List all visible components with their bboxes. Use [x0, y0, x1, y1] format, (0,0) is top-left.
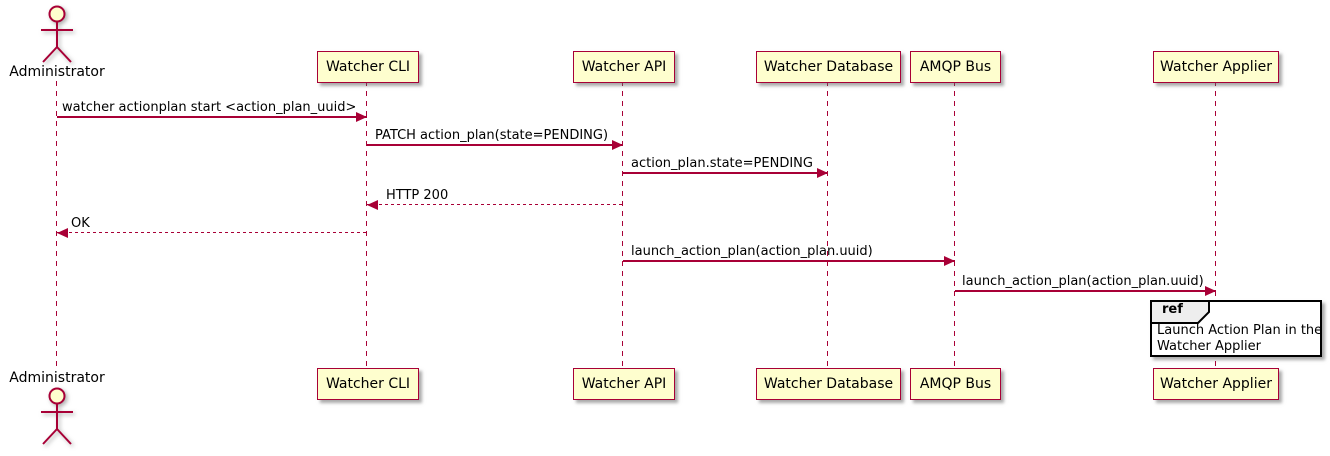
arrowhead-right-icon [1205, 286, 1216, 296]
arrowhead-right-icon [356, 112, 367, 122]
participant-box-amqp-bus-bottom: AMQP Bus [910, 368, 1001, 400]
actor-label-bottom: Administrator [9, 370, 105, 386]
message-arrow-5 [57, 232, 367, 234]
arrowhead-right-icon [817, 168, 828, 178]
message-label-3: action_plan.state=PENDING [631, 156, 813, 171]
lifeline-administrator [56, 81, 57, 371]
lifeline-watcher-api [622, 81, 623, 368]
participant-label: Watcher Database [763, 376, 894, 392]
participant-box-amqp-bus-top: AMQP Bus [910, 51, 1001, 83]
ref-fragment: ref Launch Action Plan in the Watcher Ap… [1150, 300, 1322, 357]
participant-box-watcher-cli-bottom: Watcher CLI [317, 368, 419, 400]
message-arrow-6 [623, 260, 955, 262]
actor-icon [41, 387, 73, 445]
participant-box-watcher-database-bottom: Watcher Database [756, 368, 901, 400]
participant-label: Watcher API [581, 376, 667, 392]
participant-label: Watcher Applier [1160, 376, 1272, 392]
participant-label: Watcher CLI [325, 59, 411, 75]
participant-label: Watcher Applier [1160, 59, 1272, 75]
arrowhead-left-icon [367, 200, 378, 210]
ref-keyword: ref [1162, 302, 1183, 317]
ref-text: Launch Action Plan in the Watcher Applie… [1157, 323, 1322, 354]
message-arrow-7 [955, 290, 1216, 292]
ref-text-line: Watcher Applier [1157, 338, 1261, 354]
participant-label: Watcher API [581, 59, 667, 75]
message-label-1: watcher actionplan start <action_plan_uu… [62, 100, 357, 115]
message-label-2: PATCH action_plan(state=PENDING) [375, 128, 609, 143]
message-arrow-2 [367, 144, 623, 146]
message-label-6: launch_action_plan(action_plan.uuid) [631, 244, 873, 259]
participant-box-watcher-cli-top: Watcher CLI [317, 51, 419, 83]
ref-tab-shape [1150, 300, 1210, 324]
participant-box-watcher-api-top: Watcher API [573, 51, 675, 83]
actor-label-top: Administrator [9, 64, 105, 80]
arrowhead-right-icon [612, 140, 623, 150]
message-arrow-1 [57, 116, 367, 118]
arrowhead-right-icon [944, 256, 955, 266]
participant-box-watcher-database-top: Watcher Database [756, 51, 901, 83]
actor-icon [41, 5, 73, 63]
lifeline-watcher-cli [366, 81, 367, 368]
message-arrow-3 [623, 172, 828, 174]
participant-box-watcher-api-bottom: Watcher API [573, 368, 675, 400]
lifeline-watcher-applier [1215, 81, 1216, 368]
lifeline-watcher-database [827, 81, 828, 368]
participant-box-watcher-applier-bottom: Watcher Applier [1153, 368, 1279, 400]
participant-box-watcher-applier-top: Watcher Applier [1153, 51, 1279, 83]
participant-label: AMQP Bus [919, 59, 992, 75]
message-label-5: OK [71, 216, 90, 231]
message-label-7: launch_action_plan(action_plan.uuid) [962, 274, 1204, 289]
message-arrow-4 [367, 204, 623, 206]
participant-label: Watcher Database [763, 59, 894, 75]
ref-tab: ref [1150, 300, 1212, 324]
message-label-4: HTTP 200 [386, 188, 449, 203]
arrowhead-left-icon [57, 228, 68, 238]
lifeline-amqp-bus [954, 81, 955, 368]
ref-text-line: Launch Action Plan in the [1157, 323, 1323, 338]
participant-label: Watcher CLI [325, 376, 411, 392]
participant-label: AMQP Bus [919, 376, 992, 392]
